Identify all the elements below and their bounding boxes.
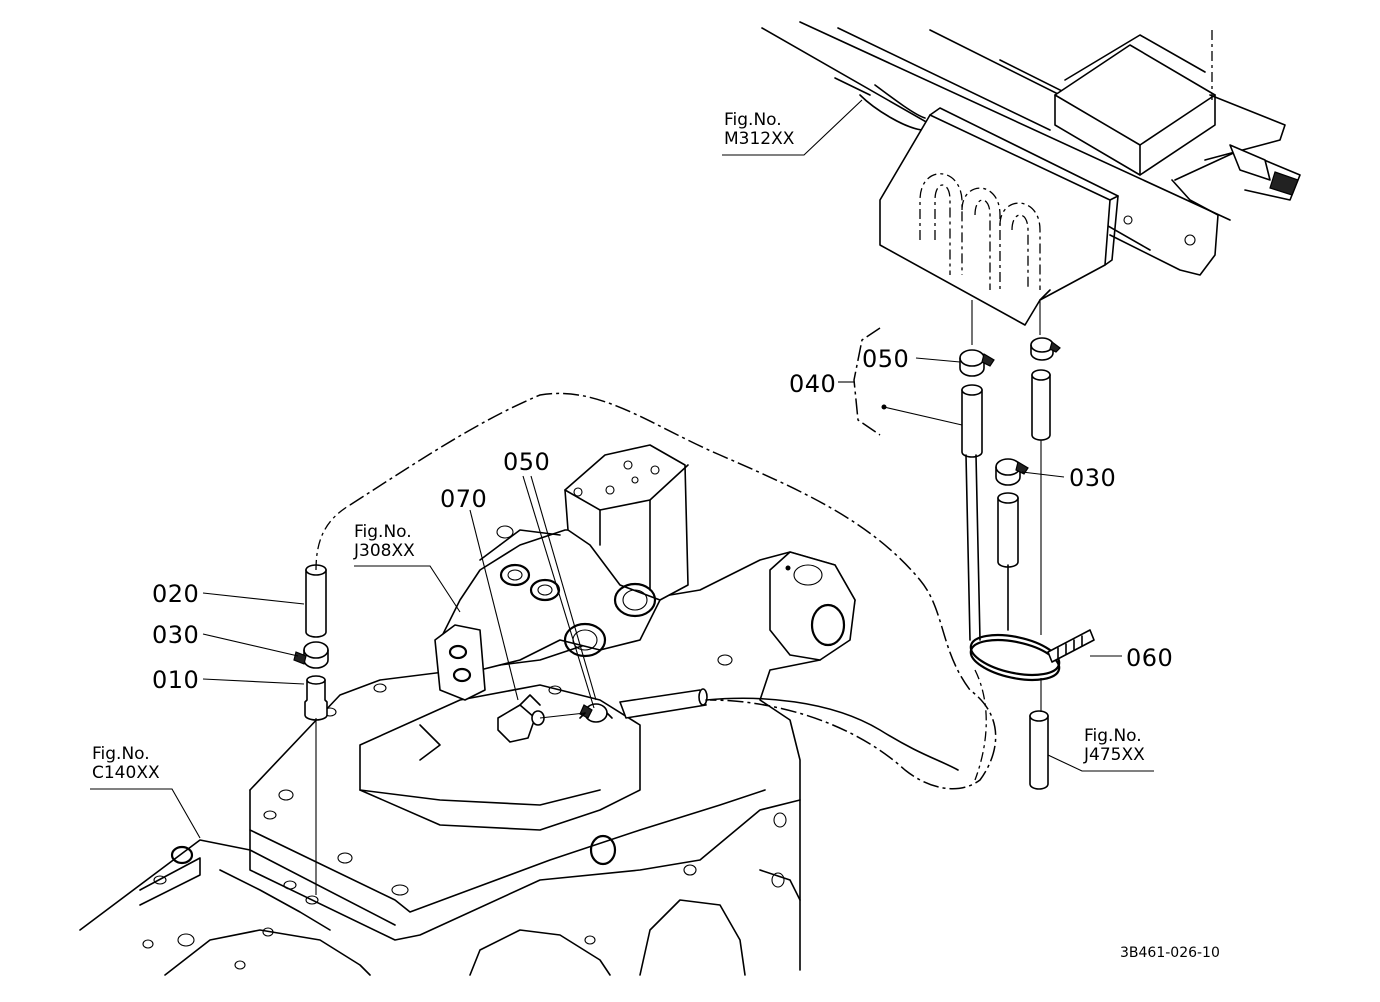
part-label-070: 070 xyxy=(440,485,488,513)
figure-ref-prefix: Fig.No. xyxy=(92,744,150,764)
hose-020 xyxy=(305,564,327,638)
figure-ref-c140: Fig.No. C140XX xyxy=(92,745,160,783)
band-060 xyxy=(969,629,1095,682)
hydraulic-housing xyxy=(79,444,856,976)
figure-ref-code: C140XX xyxy=(92,763,160,783)
figure-ref-j308: Fig.No. J308XX xyxy=(354,523,415,561)
part-label-050-left: 050 xyxy=(503,448,551,476)
clamp-050-right xyxy=(959,349,995,377)
figure-ref-code: M312XX xyxy=(724,129,795,149)
hose-routing-path xyxy=(349,392,997,790)
figure-ref-prefix: Fig.No. xyxy=(724,110,782,130)
clamp-030-left xyxy=(293,641,329,669)
part-label-060: 060 xyxy=(1126,644,1174,672)
hose-routing-lower xyxy=(974,669,987,781)
center-fittings xyxy=(497,688,959,771)
part-label-010: 010 xyxy=(152,666,200,694)
frame-assembly xyxy=(761,21,1301,276)
part-label-030-right: 030 xyxy=(1069,464,1117,492)
figure-ref-code: J308XX xyxy=(354,541,415,561)
figure-ref-code: J475XX xyxy=(1084,745,1145,765)
leader-lines xyxy=(90,99,1154,839)
heat-shield xyxy=(879,107,1119,326)
part-label-040: 040 xyxy=(789,370,837,398)
part-label-050-right: 050 xyxy=(862,345,910,373)
figure-ref-prefix: Fig.No. xyxy=(1084,726,1142,746)
hose-center xyxy=(619,688,708,719)
fitting-010 xyxy=(304,675,328,721)
hose-right-lower xyxy=(1029,710,1049,790)
figure-ref-prefix: Fig.No. xyxy=(354,522,412,542)
drawing-code: 3B461-026-10 xyxy=(1120,945,1220,961)
clamp-030-right xyxy=(995,458,1029,486)
elbow-fitting-070 xyxy=(497,694,545,743)
clamp-050-left xyxy=(579,703,613,723)
figure-ref-m312: Fig.No. M312XX xyxy=(724,111,794,149)
clamp-top-right xyxy=(1030,337,1061,361)
figure-ref-j475: Fig.No. J475XX xyxy=(1084,727,1145,765)
left-hose-set xyxy=(293,504,351,895)
right-hose-set xyxy=(853,300,1095,790)
hose-040 xyxy=(961,384,983,458)
part-label-020: 020 xyxy=(152,580,200,608)
part-label-030-left: 030 xyxy=(152,621,200,649)
hose-right-mid xyxy=(997,492,1019,568)
hose-right-upper xyxy=(1031,369,1051,441)
